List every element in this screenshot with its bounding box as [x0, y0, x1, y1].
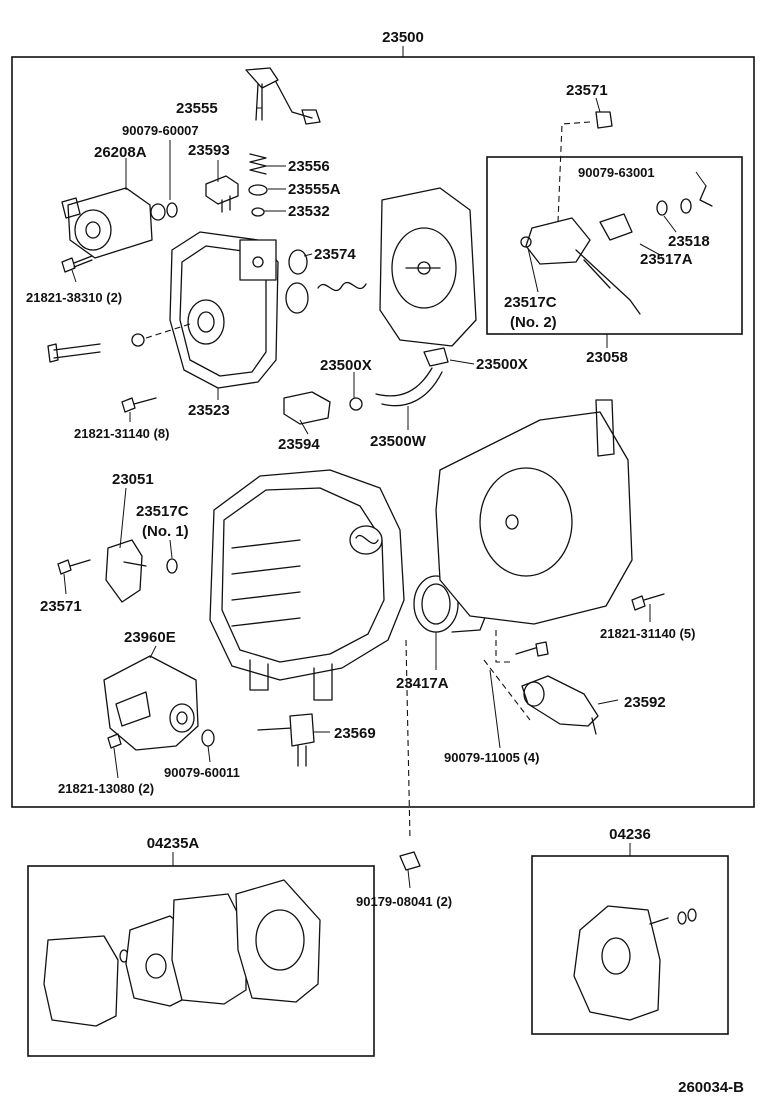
label-23517c-no2-suffix: (No. 2) [510, 314, 557, 331]
label-23523: 23523 [188, 402, 230, 419]
kit-04236-drawing [573, 905, 697, 1021]
figure-code: 260034-B [678, 1079, 744, 1096]
label-23500x-right: 23500X [476, 356, 528, 373]
label-23517c-no1: 23517C [136, 503, 189, 520]
regulator-body-drawing [169, 231, 279, 389]
cover-plate-drawing [379, 187, 477, 347]
needle-valve-23555-drawing [245, 67, 321, 125]
label-26208a: 26208A [94, 144, 147, 161]
label-23594: 23594 [278, 436, 320, 453]
kit-04236-label: 04236 [609, 826, 651, 843]
label-23058: 23058 [586, 349, 628, 366]
bolt-21821-38310-drawing [61, 255, 93, 273]
diaphragm-23574-drawing [285, 249, 367, 314]
label-23532: 23532 [288, 203, 330, 220]
label-90079-60007: 90079-60007 [122, 123, 199, 138]
bolt-21821-31140-8-drawing [121, 397, 157, 413]
kit-04235a-drawing [43, 879, 321, 1027]
elbow-23592-drawing [521, 675, 599, 735]
spring-23556-drawing [248, 153, 268, 217]
label-23574: 23574 [314, 246, 356, 263]
label-23555: 23555 [176, 100, 218, 117]
label-23517c-no2: 23517C [504, 294, 557, 311]
assembly-number-label: 23500 [382, 29, 424, 46]
label-21821-31140-8: 21821-31140 (8) [74, 426, 169, 441]
label-23592: 23592 [624, 694, 666, 711]
label-23500w: 23500W [370, 433, 427, 450]
label-90079-63001: 90079-63001 [578, 165, 655, 180]
label-21821-38310: 21821-38310 (2) [26, 290, 122, 305]
label-23960e: 23960E [124, 629, 176, 646]
label-23517c-no1-suffix: (No. 1) [142, 523, 189, 540]
label-23417a: 23417A [396, 675, 449, 692]
label-23518: 23518 [668, 233, 710, 250]
bolt-90079-11005-drawing [483, 630, 549, 721]
label-23569: 23569 [334, 725, 376, 742]
label-90079-11005: 90079-11005 (4) [444, 750, 539, 765]
label-90079-60011: 90079-60011 [164, 765, 240, 780]
hose-23500w-drawing [349, 347, 449, 411]
solenoid-valve-drawing [61, 187, 178, 259]
leader-lines [63, 97, 707, 889]
fitting-23593-drawing [205, 175, 239, 213]
cap-90179-08041-drawing [399, 639, 421, 871]
label-23051: 23051 [112, 471, 154, 488]
drain-valve-23569-drawing [257, 713, 315, 767]
rear-cover-drawing [435, 399, 633, 625]
label-23571-top: 23571 [566, 82, 608, 99]
bracket-23051-drawing [57, 539, 178, 603]
sensor-bracket-drawing [520, 111, 713, 315]
label-23500x-left: 23500X [320, 357, 372, 374]
label-21821-31140-5: 21821-31140 (5) [600, 626, 695, 641]
bolt-21821-31140-5-drawing [631, 593, 665, 611]
vaporizer-body-drawing [209, 469, 405, 701]
label-90179-08041: 90179-08041 (2) [356, 894, 452, 909]
label-23517a: 23517A [640, 251, 693, 268]
label-23555a: 23555A [288, 181, 341, 198]
subassembly-23058-frame [486, 156, 743, 335]
elbow-23594-drawing [283, 391, 331, 425]
label-23571-left: 23571 [40, 598, 82, 615]
orifice-plug-drawing [47, 323, 191, 363]
kit-04235a-frame [27, 865, 375, 1057]
main-assembly-frame [11, 56, 755, 808]
label-23593: 23593 [188, 142, 230, 159]
actuator-23960e-drawing [103, 655, 215, 751]
label-21821-13080: 21821-13080 (2) [58, 781, 154, 796]
label-23556: 23556 [288, 158, 330, 175]
kit-04235a-label: 04235A [147, 835, 200, 852]
